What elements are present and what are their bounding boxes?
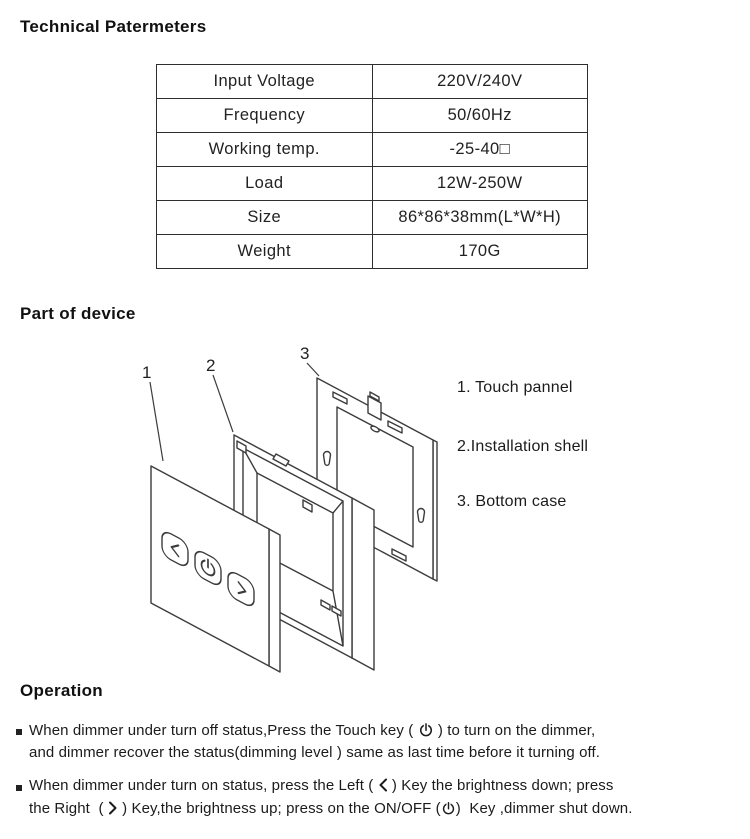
operation-bullet-2-line-1: When dimmer under turn on status, press … — [29, 777, 614, 794]
spec-value: 50/60Hz — [371, 98, 588, 133]
operation-bullet-1-line-1: When dimmer under turn off status,Press … — [29, 721, 595, 739]
spec-label: Weight — [156, 234, 373, 269]
callout-line-2 — [212, 374, 234, 433]
bullet-marker — [16, 785, 22, 791]
power-icon — [418, 721, 434, 738]
spec-label: Input Voltage — [156, 64, 373, 99]
panel-power-key — [194, 550, 222, 586]
chevron-left-icon — [378, 777, 388, 793]
exploded-view-diagram: 1 2 3 — [142, 344, 438, 673]
spec-label: Frequency — [156, 98, 373, 133]
op-text: ) Key the brightness down; press — [387, 777, 614, 794]
chevron-left-icon — [170, 544, 180, 558]
callout-number-2: 2 — [206, 356, 215, 375]
spec-value: 170G — [371, 234, 588, 269]
op-text: When dimmer under turn off status,Press … — [29, 722, 418, 739]
spec-value: 86*86*38mm(L*W*H) — [371, 200, 588, 235]
spec-table: Input Voltage 220V/240V Frequency 50/60H… — [156, 64, 588, 269]
chevron-right-icon — [108, 800, 118, 816]
callout-number-1: 1 — [142, 363, 151, 382]
spec-label: Working temp. — [156, 132, 373, 167]
table-row: Load 12W-250W — [156, 166, 588, 201]
legend-installation-shell: 2.Installation shell — [457, 438, 589, 455]
spec-value: 220V/240V — [371, 64, 588, 99]
table-row: Frequency 50/60Hz — [156, 98, 588, 133]
op-text: the Right ( — [29, 800, 108, 817]
part-of-device-title: Part of device — [20, 304, 136, 323]
spec-label: Load — [156, 166, 373, 201]
callout-lines — [149, 362, 320, 462]
bullet-marker — [16, 729, 22, 735]
spec-value: -25-40□ — [371, 132, 588, 167]
panel-right-key — [227, 571, 255, 607]
legend-bottom-case: 3. Bottom case — [457, 493, 567, 510]
op-text: ) Key ,dimmer shut down. — [455, 800, 633, 817]
table-row: Size 86*86*38mm(L*W*H) — [156, 200, 588, 235]
operation-bullet-2-line-2: the Right ( ) Key,the brightness up; pre… — [29, 800, 632, 817]
spec-label: Size — [156, 200, 373, 235]
callout-line-3 — [306, 362, 320, 377]
clip-tab — [369, 391, 380, 402]
panel-left-key — [161, 531, 189, 567]
callout-number-3: 3 — [300, 344, 309, 363]
op-text: ) to turn on the dimmer, — [433, 722, 596, 739]
touch-panel-drawing — [150, 465, 281, 673]
keyhole-left — [322, 450, 332, 466]
operation-bullet-1-line-2: and dimmer recover the status(dimming le… — [29, 744, 601, 761]
power-icon — [441, 800, 456, 816]
keyhole-right — [416, 507, 426, 523]
op-text: ) Key,the brightness up; press on the ON… — [117, 800, 441, 817]
legend-touch-panel: 1. Touch pannel — [457, 379, 573, 396]
chevron-right-icon — [237, 581, 247, 595]
table-row: Working temp. -25-40□ — [156, 132, 588, 167]
spec-value: 12W-250W — [371, 166, 588, 201]
operation-title: Operation — [20, 681, 103, 700]
op-text: When dimmer under turn on status, press … — [29, 777, 378, 794]
table-row: Input Voltage 220V/240V — [156, 64, 588, 99]
technical-parameters-title: Technical Patermeters — [20, 17, 207, 36]
callout-line-1 — [149, 381, 164, 462]
table-row: Weight 170G — [156, 234, 588, 269]
